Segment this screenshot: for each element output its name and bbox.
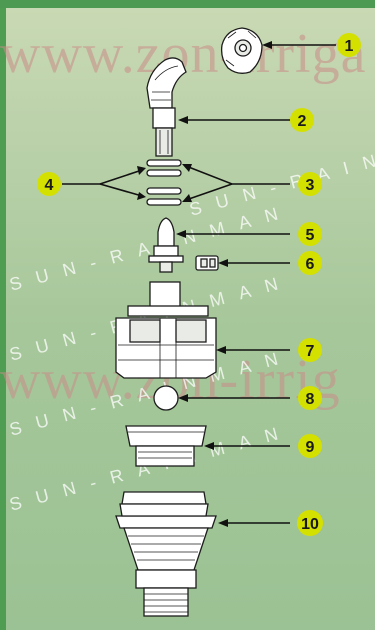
part-6-clip bbox=[195, 255, 219, 271]
part-9-collar bbox=[125, 425, 207, 467]
callout-number-1: 1 bbox=[345, 38, 354, 55]
callout-badge-5: 5 bbox=[298, 222, 322, 246]
callout-number-6: 6 bbox=[306, 256, 315, 273]
callout-badge-3: 3 bbox=[298, 172, 322, 196]
callout-badge-2: 2 bbox=[290, 108, 314, 132]
callout-badge-8: 8 bbox=[298, 386, 322, 410]
callout-badge-7: 7 bbox=[298, 338, 322, 362]
callout-badge-1: 1 bbox=[337, 33, 361, 57]
callout-number-10: 10 bbox=[301, 516, 319, 533]
part-5-valve-stem bbox=[148, 217, 184, 273]
left-border-strip bbox=[0, 8, 6, 630]
part-10-body bbox=[115, 491, 217, 617]
callout-number-4: 4 bbox=[45, 177, 54, 194]
part-8-ball bbox=[153, 385, 179, 411]
callout-number-8: 8 bbox=[306, 391, 315, 408]
callout-badge-6: 6 bbox=[298, 251, 322, 275]
part-3-4-seal-rings bbox=[146, 159, 182, 206]
callout-badge-9: 9 bbox=[298, 434, 322, 458]
callout-number-9: 9 bbox=[306, 439, 315, 456]
leader-lines bbox=[62, 41, 336, 527]
callout-number-3: 3 bbox=[306, 177, 315, 194]
part-1-nozzle bbox=[220, 27, 263, 74]
part-7-gear-housing bbox=[115, 281, 217, 379]
callout-number-5: 5 bbox=[306, 227, 315, 244]
callout-badge-10: 10 bbox=[297, 510, 323, 536]
part-2-elbow bbox=[146, 57, 187, 157]
callout-number-2: 2 bbox=[298, 113, 307, 130]
callout-number-7: 7 bbox=[306, 343, 315, 360]
callout-badge-4: 4 bbox=[37, 172, 61, 196]
